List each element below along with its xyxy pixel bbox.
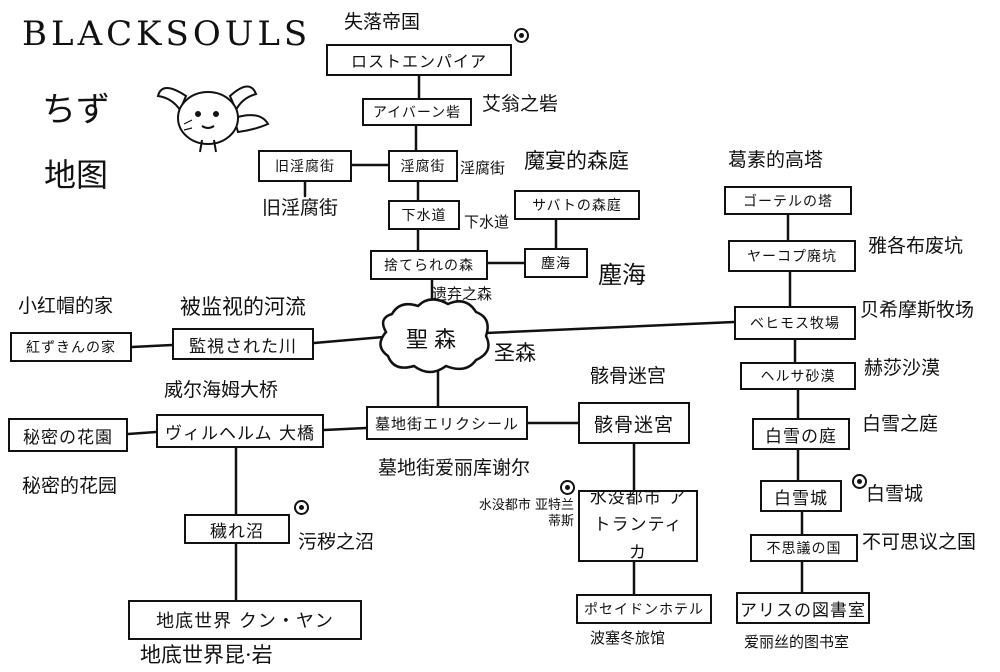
node-snow-castle[interactable]: 白雪城 [760,480,842,512]
bonfire-icon-atlantica [560,480,575,495]
node-lust-street[interactable]: 淫腐街 [388,150,458,182]
note-lost-empire: 失落帝国 [344,11,421,33]
link-redhood-river [130,343,174,349]
node-alice-library[interactable]: アリスの図書室 [736,592,870,624]
note-atlantica: 水没都市 亚特兰蒂斯 [478,498,574,530]
node-forsaken-forest[interactable]: 捨てられの森 [370,250,488,280]
hub-note: 圣森 [494,341,536,365]
node-secret-garden[interactable]: 秘密の花園 [8,418,128,452]
note-gothel-tower: 葛素的高塔 [728,149,824,171]
node-wilhelm-bridge[interactable]: ヴィルヘルム 大橋 [156,414,324,448]
bonfire-icon-lost-empire [514,28,529,43]
note-sabbath-forest: 魔宴的森庭 [524,149,629,173]
note-secret-garden: 秘密的花园 [22,475,118,497]
node-ivern[interactable]: アイバーン砦 [362,98,472,126]
note-ivern: 艾翁之砦 [482,93,559,115]
note-bone-maze: 骸骨迷宫 [590,365,667,387]
note-jacob-mine: 雅各布废坑 [868,235,964,257]
note-behemoth-ranch: 贝希摩斯牧场 [860,299,975,321]
note-sewer: 下水道 [464,213,510,231]
note-wilhelm-bridge: 威尔海姆大桥 [164,379,279,401]
node-red-hood-house[interactable]: 紅ずきんの家 [10,332,132,362]
node-sewer[interactable]: 下水道 [388,200,460,230]
note-snow-castle: 白雪城 [866,483,924,505]
link-bridge-cemetery [322,426,368,432]
bonfire-icon-snow-castle [852,474,867,489]
note-alice-library: 爱丽丝的图书室 [744,633,850,651]
map-title: BLACKSOULS [22,14,312,54]
note-old-lust-street: 旧淫腐街 [262,197,339,219]
node-snow-garden[interactable]: 白雪の庭 [752,418,850,450]
hub-label[interactable]: 聖森 [405,328,462,353]
node-poseidon-hotel[interactable]: ポセイドンホテル [576,594,712,624]
map-subtitle-zh: 地图 [44,156,109,194]
node-defiled-swamp[interactable]: 穢れ沼 [184,514,290,544]
note-poseidon-hotel: 波塞冬旅馆 [590,629,666,647]
node-lost-empire[interactable]: ロストエンパイア [326,44,512,76]
node-gothel-tower[interactable]: ゴーテルの塔 [724,186,852,215]
node-old-lust-street[interactable]: 旧淫腐街 [258,150,352,182]
node-hersa-desert[interactable]: ヘルサ砂漠 [740,362,856,390]
node-bone-maze[interactable]: 骸骨迷宮 [578,402,690,444]
note-snow-garden: 白雪之庭 [862,413,939,435]
note-defiled-swamp: 污秽之沼 [298,531,375,553]
node-wonderland[interactable]: 不思議の国 [750,534,858,562]
note-wonderland: 不可思议之国 [862,531,977,553]
node-dust-sea[interactable]: 塵海 [524,248,588,278]
note-hersa-desert: 赫莎沙漠 [864,357,941,379]
note-lust-street: 淫腐街 [460,159,506,177]
note-watched-river: 被监视的河流 [180,295,306,319]
note-cemetery-street: 墓地街爱丽库谢尔 [378,457,531,479]
bonfire-icon-defiled-swamp [294,500,309,515]
note-red-hood-house: 小红帽的家 [18,295,114,317]
node-sabbath-forest[interactable]: サバトの森庭 [514,190,640,220]
node-jacob-mine[interactable]: ヤーコプ廃坑 [728,240,856,272]
hub-cloud [379,298,490,374]
link-secret-bridge [126,430,158,436]
link-hub-behemoth [484,320,736,335]
link-river-hub [312,335,386,345]
mascot-doodle [156,85,270,153]
node-watched-river[interactable]: 監視された川 [172,328,314,360]
note-forsaken-forest: 遗弃之森 [432,285,493,303]
note-cunyan: 地底世界昆·岩 [140,643,273,667]
note-dust-sea: 塵海 [598,261,646,289]
map-subtitle-ja: ちず [42,90,110,130]
node-atlantica[interactable]: 水没都市 アトランティカ [578,490,698,562]
node-cunyan[interactable]: 地底世界 クン・ヤン [128,600,362,640]
node-cemetery-street[interactable]: 墓地街エリクシール [366,406,528,440]
node-behemoth-ranch[interactable]: ベヒモス牧場 [734,306,856,340]
